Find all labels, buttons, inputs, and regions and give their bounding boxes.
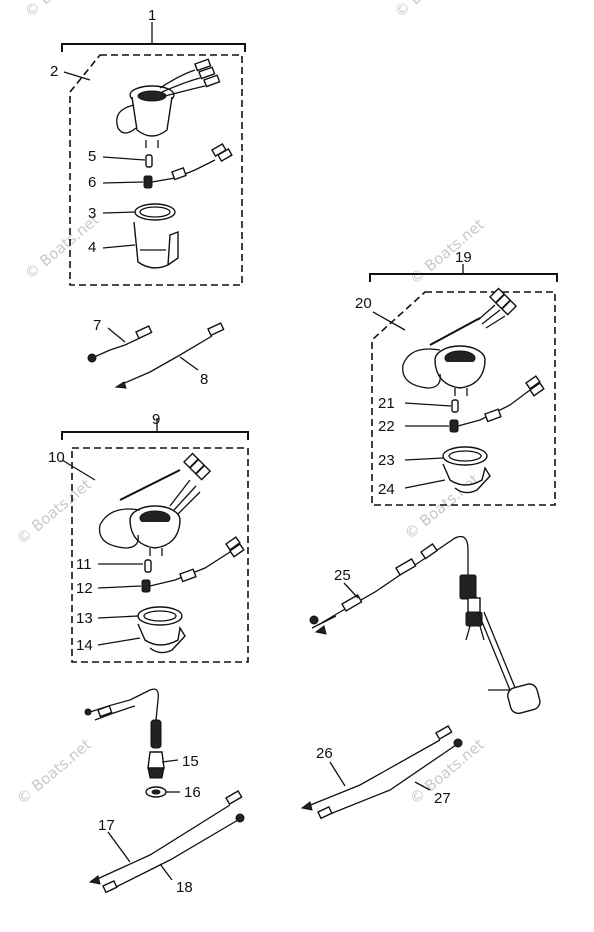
callout-8: 8 (200, 371, 208, 388)
callout-27: 27 (434, 790, 451, 807)
callout-19: 19 (455, 249, 472, 266)
callout-20: 20 (355, 295, 372, 312)
cables-26-27 (300, 725, 463, 820)
callout-14: 14 (76, 637, 93, 654)
callout-17: 17 (98, 817, 115, 834)
callout-18: 18 (176, 879, 193, 896)
callout-6: 6 (88, 174, 96, 191)
watermark: © Boats.net (406, 215, 488, 288)
watermark: © Boats.net (21, 0, 103, 21)
callout-numbers: 1 2 5 6 3 4 7 8 9 10 11 12 13 14 15 16 1… (48, 7, 472, 896)
watermark: © Boats.net (391, 0, 473, 21)
callout-24: 24 (378, 481, 395, 498)
callout-16: 16 (184, 784, 201, 801)
callout-23: 23 (378, 452, 395, 469)
callout-leaders (61, 71, 452, 881)
callout-25: 25 (334, 567, 351, 584)
sender-15-16 (84, 688, 167, 798)
watermark: © Boats.net (13, 735, 95, 808)
cables-17-18 (88, 790, 245, 894)
sender-25 (309, 535, 541, 715)
cables-7-8 (87, 322, 225, 389)
callout-13: 13 (76, 610, 93, 627)
callout-7: 7 (93, 317, 101, 334)
callout-5: 5 (88, 148, 96, 165)
watermark: © Boats.net (13, 475, 95, 548)
callout-15: 15 (182, 753, 199, 770)
callout-21: 21 (378, 395, 395, 412)
callout-22: 22 (378, 418, 395, 435)
callout-12: 12 (76, 580, 93, 597)
callout-9: 9 (152, 411, 160, 428)
callout-2: 2 (50, 63, 58, 80)
assembly-19 (369, 264, 558, 506)
callout-3: 3 (88, 205, 96, 222)
callout-11: 11 (76, 556, 92, 573)
callout-1: 1 (148, 7, 156, 24)
assembly-1 (61, 22, 246, 286)
callout-26: 26 (316, 745, 333, 762)
callout-10: 10 (48, 449, 65, 466)
callout-4: 4 (88, 239, 96, 256)
